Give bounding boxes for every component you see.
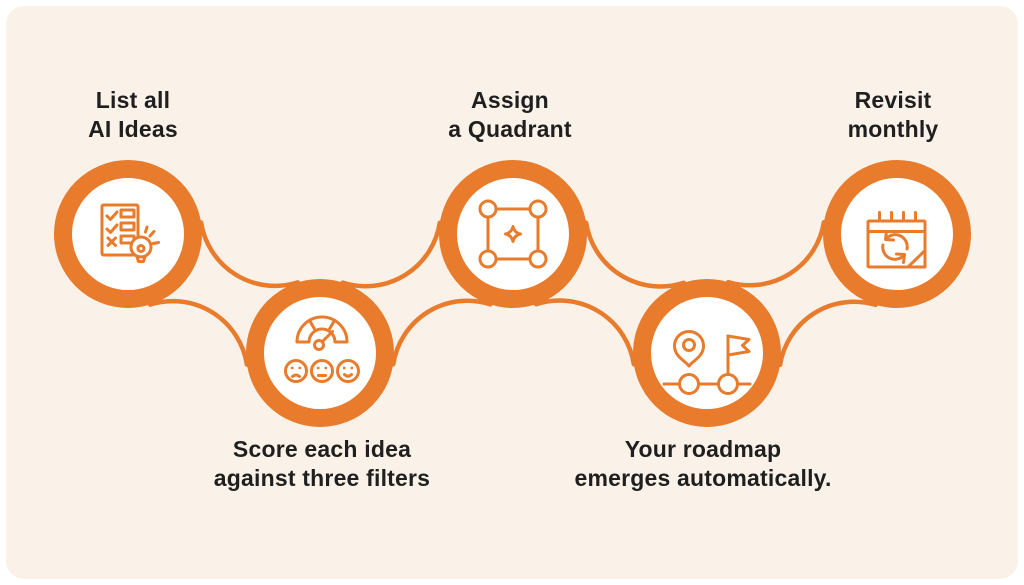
step-label-1-line2: AI Ideas: [88, 116, 178, 142]
step-circle-3: [439, 160, 587, 308]
connector-4-5: [726, 219, 878, 368]
step-label-5-line1: Revisit: [854, 87, 932, 113]
checklist-lightbulb-icon: [100, 203, 160, 263]
step-label-5-line2: monthly: [847, 116, 939, 142]
step-label-4: Your roadmap emerges automatically.: [553, 435, 853, 493]
calendar-refresh-icon: [866, 211, 927, 269]
connector-1-2: [147, 220, 301, 367]
step-label-1-line1: List all: [95, 87, 171, 113]
step-circle-2: [246, 279, 394, 427]
step-label-2: Score each idea against three filters: [172, 435, 472, 493]
step-label-3-line2: a Quadrant: [448, 116, 572, 142]
step-label-4-line1: Your roadmap: [624, 436, 782, 462]
step-label-3: Assign a Quadrant: [390, 86, 630, 144]
step-label-2-line1: Score each idea: [232, 436, 412, 462]
step-circle-1: [54, 160, 202, 308]
roadmap-milestones-icon: [662, 330, 752, 395]
step-circle-4: [633, 279, 781, 427]
gauge-sentiment-icon: [284, 315, 360, 383]
quadrant-corners-icon: [478, 199, 548, 269]
step-label-2-line2: against three filters: [213, 465, 431, 491]
step-label-5: Revisit monthly: [773, 86, 1013, 144]
step-label-1: List all AI Ideas: [13, 86, 253, 144]
connector-2-3: [340, 220, 493, 367]
step-label-3-line1: Assign: [471, 87, 549, 113]
step-label-4-line2: emerges automatically.: [574, 465, 832, 491]
connector-3-4: [533, 220, 687, 367]
